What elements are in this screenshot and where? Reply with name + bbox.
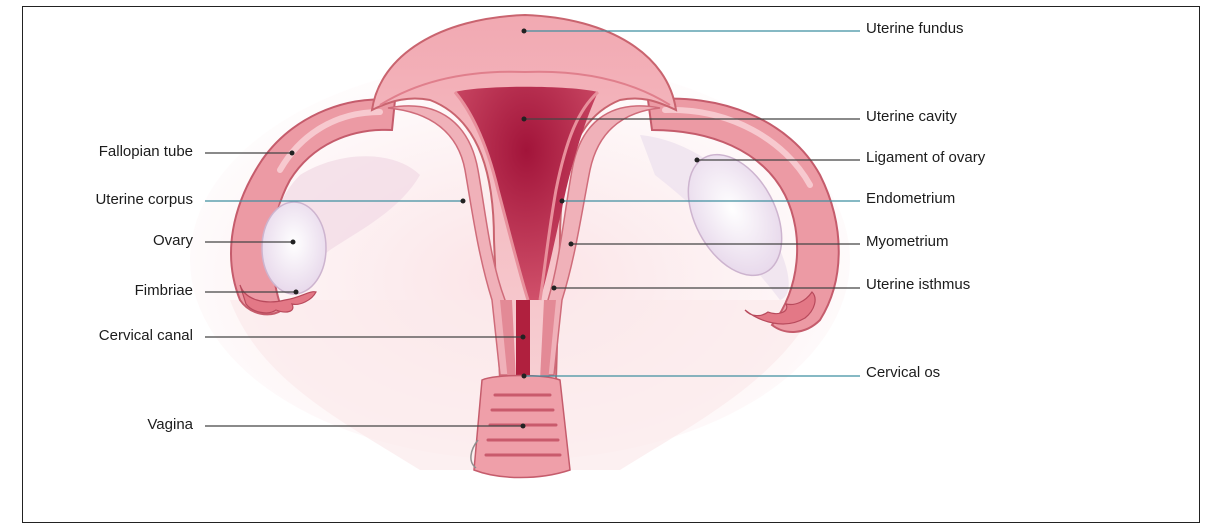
cervix [500, 300, 556, 382]
label-uterine-corpus: Uterine corpus [40, 191, 193, 209]
label-myometrium: Myometrium [866, 233, 949, 251]
label-uterine-isthmus: Uterine isthmus [866, 276, 970, 294]
label-cervical-canal: Cervical canal [40, 327, 193, 345]
label-uterine-fundus: Uterine fundus [866, 20, 964, 38]
label-uterine-cavity: Uterine cavity [866, 108, 957, 126]
label-vagina: Vagina [40, 416, 193, 434]
label-endometrium: Endometrium [866, 190, 955, 208]
label-cervical-os: Cervical os [866, 364, 940, 382]
label-ovary: Ovary [40, 232, 193, 250]
label-fallopian-tube: Fallopian tube [40, 143, 193, 161]
label-ligament-of-ovary: Ligament of ovary [866, 149, 985, 167]
label-fimbriae: Fimbriae [40, 282, 193, 300]
